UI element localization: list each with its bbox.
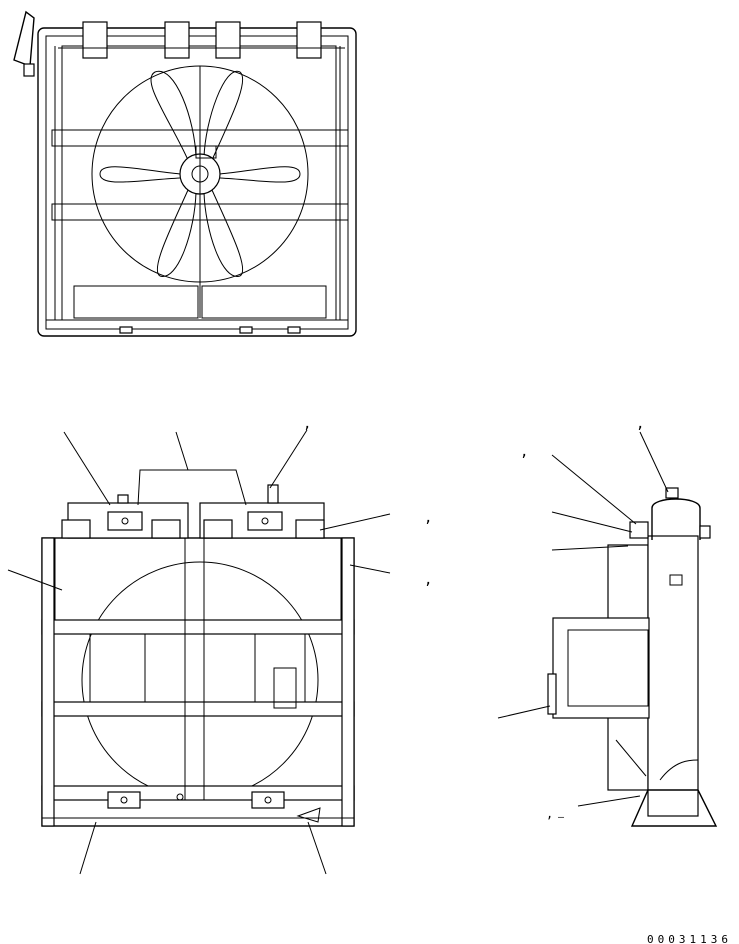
drawing-code: 00031136 [647,933,732,944]
label-mark: , [303,416,311,432]
label-mark: , [424,572,432,588]
front-view-radiator [41,484,355,827]
label-mark: , [636,416,644,432]
side-view-radiator [547,487,718,827]
label-mark: , [520,444,528,460]
leader-lines [7,429,669,875]
label-mark: , [424,510,432,526]
top-view-radiator-fan [13,10,357,337]
label-mark: , [546,807,553,821]
label-mark: — [558,812,565,823]
